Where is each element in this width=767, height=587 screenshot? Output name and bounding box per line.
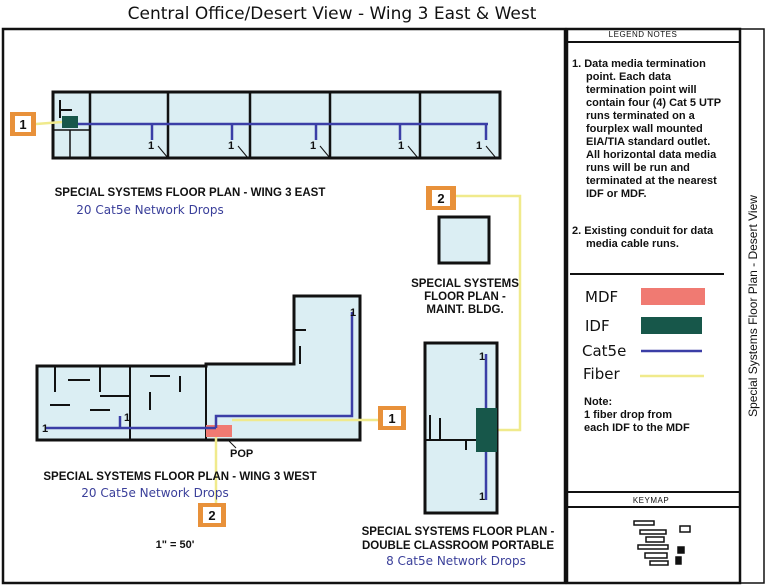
- legend-note-1: 1. Data media termination point. Each da…: [572, 58, 721, 200]
- pop-label: POP: [230, 448, 253, 460]
- legend-note-3: Note: 1 fiber drop from each IDF to the …: [584, 396, 690, 434]
- legend-mdf-swatch: [641, 288, 705, 305]
- svg-text:media cable runs.: media cable runs.: [586, 238, 679, 250]
- legend-idf-label: IDF: [585, 317, 610, 335]
- svg-text:each IDF to the MDF: each IDF to the MDF: [584, 422, 690, 434]
- svg-text:SPECIAL SYSTEMS FLOOR PLAN -: SPECIAL SYSTEMS FLOOR PLAN -: [362, 526, 555, 538]
- svg-text:IDF or MDF.: IDF or MDF.: [586, 188, 647, 200]
- keymap-graphic: [633, 520, 691, 566]
- svg-text:1: 1: [350, 307, 356, 319]
- east-drops: [150, 124, 488, 140]
- svg-text:1: 1: [476, 140, 482, 152]
- legend-header: LEGEND NOTES: [609, 30, 678, 39]
- wing-3-west-label: SPECIAL SYSTEMS FLOOR PLAN - WING 3 WEST: [43, 471, 316, 483]
- maint-bldg-plan: [437, 215, 491, 265]
- legend-note-2: 2. Existing conduit for data media cable…: [572, 225, 714, 250]
- legend-fiber-label: Fiber: [583, 365, 620, 383]
- east-drop-markers: 1 1 1 1 1: [148, 140, 497, 159]
- svg-text:DOUBLE CLASSROOM PORTABLE: DOUBLE CLASSROOM PORTABLE: [362, 540, 554, 552]
- idf-east: [62, 116, 78, 128]
- keymap-header: KEYMAP: [633, 496, 669, 505]
- wing-3-east-drops: 20 Cat5e Network Drops: [76, 203, 223, 217]
- page-title: Central Office/Desert View - Wing 3 East…: [128, 4, 537, 24]
- west-cat5e-riser: [214, 312, 354, 428]
- side-title-frame: [739, 28, 765, 584]
- svg-text:MAINT. BLDG.: MAINT. BLDG.: [426, 304, 503, 316]
- maint-bldg-label: SPECIAL SYSTEMS FLOOR PLAN - MAINT. BLDG…: [411, 278, 519, 316]
- svg-text:All horizontal data media: All horizontal data media: [586, 149, 717, 161]
- idf-portable: [476, 408, 497, 452]
- svg-text:SPECIAL SYSTEMS: SPECIAL SYSTEMS: [411, 278, 519, 290]
- svg-text:runs terminated on a: runs terminated on a: [586, 110, 696, 122]
- portable-drop-markers: 1 1: [479, 351, 485, 503]
- svg-text:1: 1: [124, 412, 130, 424]
- scale-label: 1" = 50': [156, 539, 195, 551]
- svg-text:1 fiber drop from: 1 fiber drop from: [584, 409, 672, 421]
- svg-text:runs will be run and: runs will be run and: [586, 162, 690, 174]
- callout-2-west-num: 2: [208, 508, 215, 523]
- svg-text:termination point will: termination point will: [586, 84, 697, 96]
- portable-drops: 8 Cat5e Network Drops: [386, 554, 526, 568]
- svg-text:1: 1: [42, 423, 48, 435]
- svg-text:1: 1: [310, 140, 316, 152]
- svg-text:EIA/TIA standard outlet.: EIA/TIA standard outlet.: [586, 136, 710, 148]
- svg-text:Note:: Note:: [584, 396, 612, 408]
- svg-text:fourplex wall mounted: fourplex wall mounted: [586, 123, 703, 135]
- svg-text:FLOOR PLAN -: FLOOR PLAN -: [424, 291, 506, 303]
- maint-fiber-run: [456, 194, 522, 432]
- legend-idf-swatch: [641, 317, 702, 334]
- svg-text:1: 1: [479, 491, 485, 503]
- callout-1-east-num: 1: [19, 117, 26, 132]
- drawing-frame: [1, 27, 567, 585]
- legend-cat5e-label: Cat5e: [582, 342, 626, 360]
- wing-3-east-label: SPECIAL SYSTEMS FLOOR PLAN - WING 3 EAST: [55, 187, 326, 199]
- svg-text:1. Data media termination: 1. Data media termination: [572, 58, 706, 70]
- svg-text:1: 1: [398, 140, 404, 152]
- east-callout-leader: [35, 120, 63, 126]
- wing-3-west-plan: [35, 294, 362, 442]
- svg-text:terminated at the nearest: terminated at the nearest: [586, 175, 717, 187]
- wing-3-west-drops: 20 Cat5e Network Drops: [81, 486, 228, 500]
- svg-text:1: 1: [228, 140, 234, 152]
- portable-label: SPECIAL SYSTEMS FLOOR PLAN - DOUBLE CLAS…: [362, 526, 555, 552]
- svg-text:1: 1: [479, 351, 485, 363]
- svg-text:2. Existing conduit for data: 2. Existing conduit for data: [572, 225, 714, 237]
- callout-2-maint-num: 2: [437, 191, 444, 206]
- svg-text:contain four (4) Cat 5 UTP: contain four (4) Cat 5 UTP: [586, 97, 721, 109]
- svg-text:point. Each data: point. Each data: [586, 71, 672, 83]
- svg-text:1: 1: [148, 140, 154, 152]
- side-title: Special Systems Floor Plan - Desert View: [746, 195, 760, 417]
- legend-mdf-label: MDF: [585, 288, 618, 306]
- west-drop-markers: 1 1 1: [42, 307, 356, 435]
- callout-1-west-num: 1: [388, 411, 395, 426]
